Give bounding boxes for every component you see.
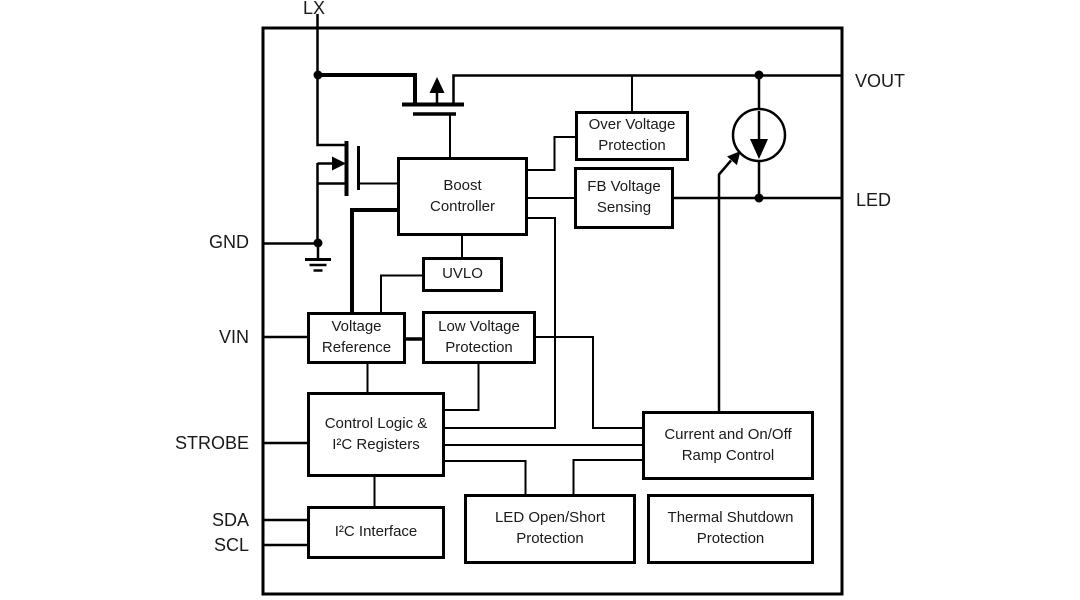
wire-ramp-to-current-source xyxy=(717,159,732,412)
pin-label-strobe: STROBE xyxy=(174,433,249,453)
wire-ctrl-boost xyxy=(444,217,556,429)
wire-boost-ovp xyxy=(527,136,576,171)
block-low-voltage-protection: Low Voltage Protection xyxy=(422,311,536,364)
chip-boundary xyxy=(261,26,844,596)
block-thermal-shutdown-protection: Thermal Shutdown Protection xyxy=(647,494,814,564)
wire-nmos-source xyxy=(316,163,346,243)
junction-dots xyxy=(313,70,764,248)
block-control-logic-i2c-registers: Control Logic & I²C Registers xyxy=(307,392,445,477)
block-fb-voltage-sensing: FB Voltage Sensing xyxy=(574,167,674,229)
junction-dot xyxy=(754,70,764,80)
wires xyxy=(262,14,843,547)
block-i2c-interface: I²C Interface xyxy=(307,506,445,559)
pin-label-vin: VIN xyxy=(218,327,249,347)
junction-dot xyxy=(754,193,764,203)
wire-lvp-ramp xyxy=(535,336,643,429)
block-over-voltage-protection: Over Voltage Protection xyxy=(575,111,689,161)
block-boost-controller: Boost Controller xyxy=(397,157,528,236)
block-current-onoff-ramp-control: Current and On/Off Ramp Control xyxy=(642,411,814,480)
wire-lvp-ctrl xyxy=(444,363,480,411)
block-voltage-reference: Voltage Reference xyxy=(307,312,406,364)
wire-ctrl-ledp xyxy=(444,460,527,495)
nmos-switch-transistor-icon xyxy=(317,141,360,196)
wire-lx-rail xyxy=(316,73,417,104)
junction-dot xyxy=(313,70,323,80)
block-uvlo: UVLO xyxy=(422,257,503,292)
block-led-open-short-protection: LED Open/Short Protection xyxy=(464,494,636,564)
wire-boost-vref xyxy=(350,208,398,313)
control-arrowhead xyxy=(727,151,741,166)
pin-label-scl: SCL xyxy=(213,535,249,555)
current-source-icon xyxy=(727,107,787,166)
wire-vout-rail xyxy=(452,74,843,104)
pmos-pass-transistor-icon xyxy=(402,77,464,116)
pin-label-gnd: GND xyxy=(209,232,249,252)
wire-uvlo-vref xyxy=(380,274,423,313)
wire-ledp-ramp xyxy=(572,459,643,495)
junction-dot xyxy=(313,238,323,248)
pin-label-lx: LX xyxy=(303,0,326,18)
pin-label-led: LED xyxy=(856,190,892,210)
pin-label-vout: VOUT xyxy=(855,71,906,91)
wire-nmos-drain xyxy=(316,75,346,147)
pin-label-sda: SDA xyxy=(211,510,249,530)
